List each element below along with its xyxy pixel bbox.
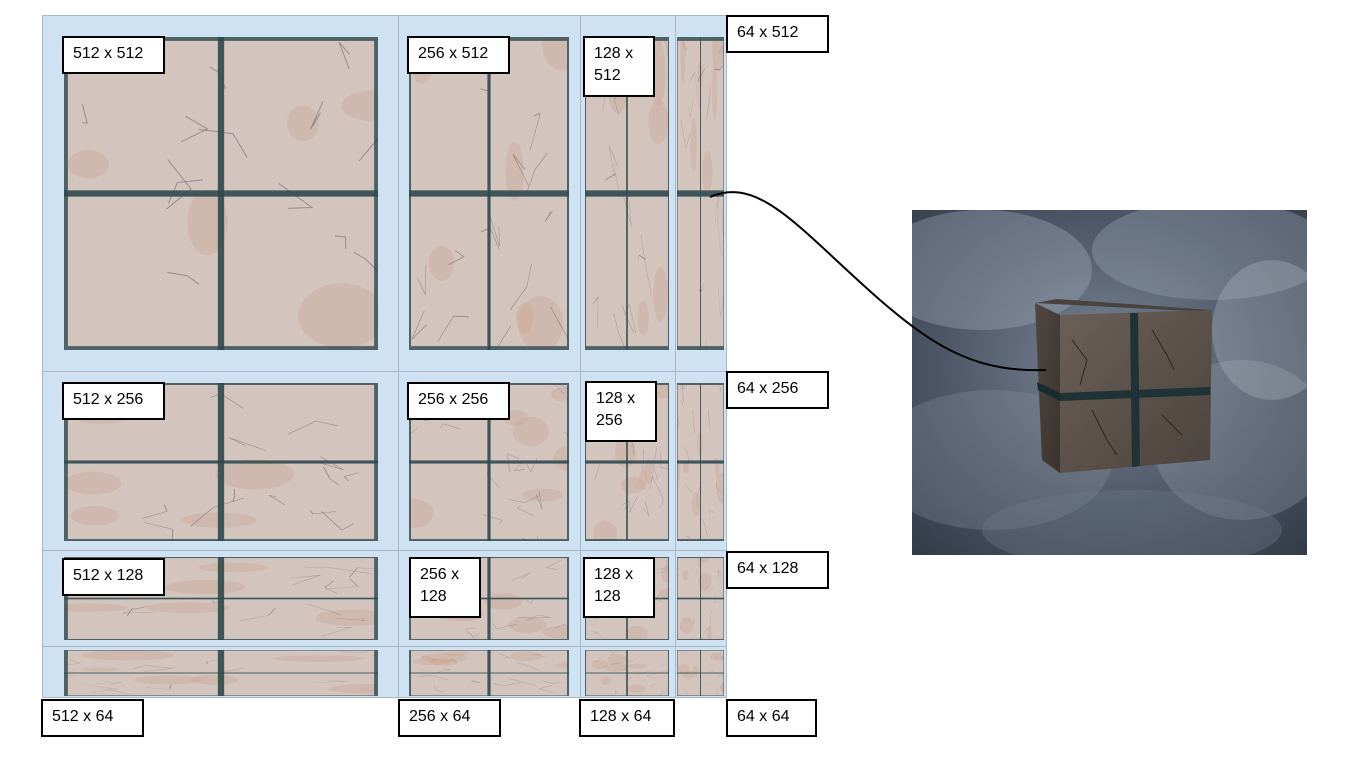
label-128x128: 128 x 128 — [583, 557, 655, 618]
texture-256x512 — [409, 37, 569, 350]
label-64x64: 64 x 64 — [726, 699, 817, 737]
label-64x128: 64 x 128 — [726, 551, 829, 589]
texture-64x128 — [677, 557, 724, 640]
texture-512x64 — [64, 650, 378, 696]
label-64x512: 64 x 512 — [726, 15, 829, 53]
grid-line — [726, 15, 727, 698]
grid-line — [42, 371, 727, 372]
grid-line — [42, 550, 727, 551]
texture-64x64 — [677, 650, 724, 696]
rendered-cube-image — [912, 210, 1307, 555]
label-256x64: 256 x 64 — [398, 699, 501, 737]
texture-512x512 — [64, 37, 378, 350]
label-128x64: 128 x 64 — [579, 699, 675, 737]
grid-line — [42, 697, 727, 698]
label-256x512: 256 x 512 — [407, 36, 510, 74]
texture-256x64 — [409, 650, 569, 696]
label-512x256: 512 x 256 — [62, 382, 165, 420]
label-256x256: 256 x 256 — [407, 382, 510, 420]
grid-line — [398, 15, 399, 698]
label-512x128: 512 x 128 — [62, 558, 165, 596]
label-512x64: 512 x 64 — [41, 699, 144, 737]
grid-line — [42, 646, 727, 647]
label-512x512: 512 x 512 — [62, 36, 165, 74]
texture-128x64 — [585, 650, 669, 696]
grid-line — [580, 15, 581, 698]
label-128x512: 128 x 512 — [583, 36, 655, 97]
label-256x128: 256 x 128 — [409, 557, 481, 618]
texture-64x256 — [677, 383, 724, 541]
texture-64x512 — [677, 37, 724, 350]
grid-line — [675, 15, 676, 698]
label-64x256: 64 x 256 — [726, 371, 829, 409]
label-128x256: 128 x 256 — [585, 381, 657, 442]
grid-line — [42, 15, 43, 698]
grid-line — [42, 15, 727, 16]
